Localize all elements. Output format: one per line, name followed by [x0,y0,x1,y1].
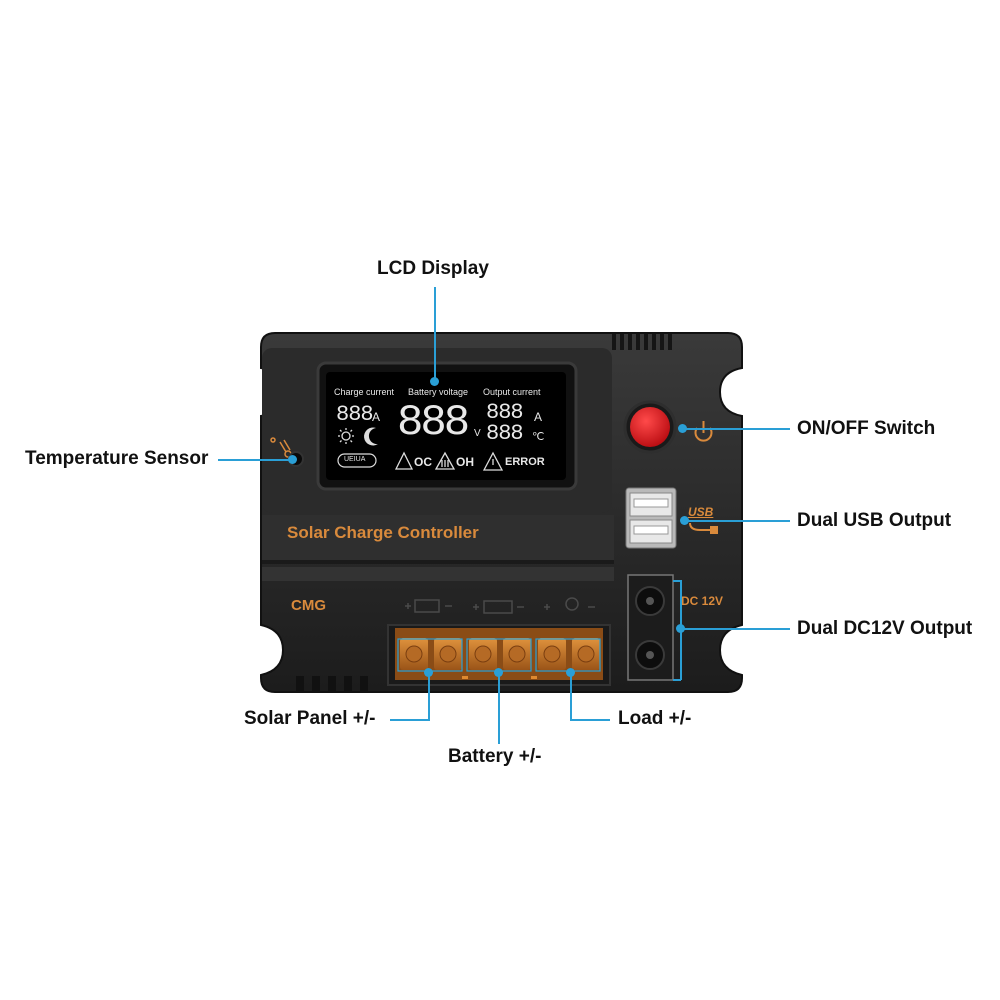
terminal-symbols [405,597,595,614]
lcd-charge-current-label: Charge current [334,387,395,397]
callout-dual-usb-output: Dual USB Output [797,510,952,531]
solar-callout-line [390,719,430,721]
callout-on-off-switch: ON/OFF Switch [797,418,936,439]
callout-lcd-display: LCD Display [377,258,489,279]
dc12v-label: DC 12V [681,594,724,608]
top-vents [612,334,672,350]
product-label: Solar Charge Controller [287,523,479,542]
warning-icon-oc [394,451,414,470]
bottom-vents [296,676,368,692]
switch-callout-dot [678,424,687,433]
usb-icon [689,522,718,534]
terminal-screws [400,638,600,679]
battery-callout-dot [494,668,503,677]
lcd-output-current-label: Output current [483,387,541,397]
dc-callout-line [684,628,790,630]
load-callout-dot [566,668,575,677]
lcd-oh: OH [456,455,474,469]
lcd-callout-dot [430,377,439,386]
battery-callout-line [498,672,500,744]
switch-callout-line [684,428,790,430]
brand-label: CMG [291,597,326,614]
label-strip [262,515,614,560]
callout-temperature-sensor: Temperature Sensor [25,448,209,469]
error-warning-icon [482,451,504,471]
callout-dual-dc12v-output: Dual DC12V Output [797,618,973,639]
callout-load: Load +/- [618,708,692,729]
lcd-battery-voltage-label: Battery voltage [408,387,469,397]
lcd-callout-line [434,287,436,382]
lcd-temp-digits: 888 [486,421,524,446]
lcd-unit-v: V [474,428,481,439]
dc-callout-top [673,580,681,582]
solar-callout-dot [424,668,433,677]
dc-callout-bottom [673,679,681,681]
lcd-output-digits: 888 [486,400,524,425]
lcd-unit-a2: A [534,410,543,424]
lcd-badge: UEIUA [344,456,366,463]
lower-ridge [262,567,614,581]
lcd-badge-frame [337,453,377,468]
sun-icon [338,428,354,444]
solar-callout-vertical [428,672,430,720]
usb-callout-dot [680,516,689,525]
temp-callout-dot [288,455,297,464]
lcd-error: ERROR [505,456,545,468]
lcd-unit-c: ℃ [532,431,545,443]
temp-callout-line [218,459,292,461]
lcd-charge-digits: 888 [336,402,374,427]
lcd-unit-a1: A [372,410,381,424]
usb-callout-line [684,520,790,522]
lcd-oc: OC [414,455,432,469]
lcd-voltage-digits: 888 [397,398,470,448]
usb-label: USB [688,505,714,519]
load-callout-vertical [570,672,572,720]
heat-icon-oh [434,451,456,470]
load-callout-line [570,719,610,721]
dc-callout-dot [676,624,685,633]
callout-battery: Battery +/- [448,746,542,767]
callout-solar-panel: Solar Panel +/- [244,708,376,729]
power-icon [694,421,713,442]
lcd-screen [326,372,566,480]
moon-icon [364,427,378,446]
power-switch[interactable] [630,407,670,447]
